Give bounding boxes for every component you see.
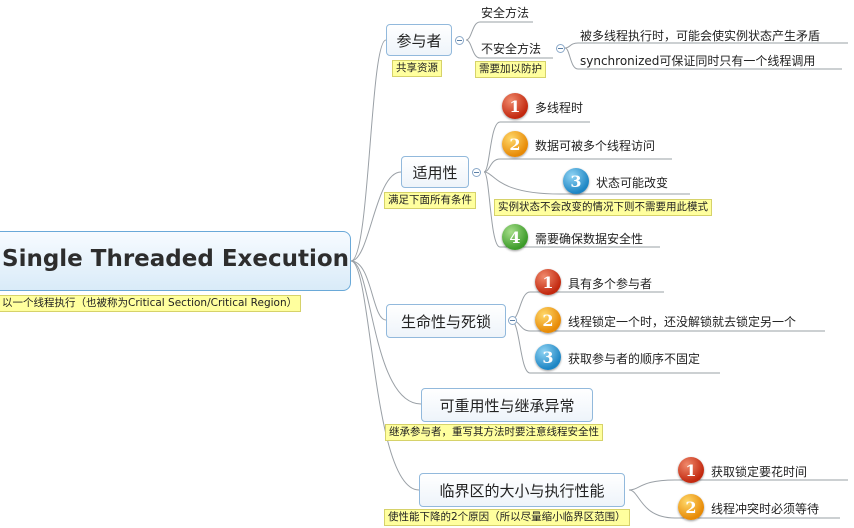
badge-2-icon: 2 <box>678 494 704 520</box>
topic-critical-section[interactable]: 临界区的大小与执行性能 <box>419 473 625 507</box>
badge-1-icon: 1 <box>678 457 704 483</box>
applicability-item-1: 多线程时 <box>535 101 584 115</box>
liveness-item-3: 获取参与者的顺序不固定 <box>568 352 701 366</box>
root-note: 以一个线程执行（也被称为Critical Section/Critical Re… <box>0 295 302 312</box>
liveness-item-2: 线程锁定一个时，还没解锁就去锁定另一个 <box>568 315 797 329</box>
applicability-note: 满足下面所有条件 <box>384 192 476 209</box>
liveness-item-1: 具有多个参与者 <box>568 277 653 291</box>
critical-item-1: 获取锁定要花时间 <box>711 465 808 479</box>
collapse-applicability-icon[interactable] <box>472 168 481 177</box>
badge-4-icon: 4 <box>502 224 528 250</box>
root-title: Single Threaded Execution <box>2 246 350 272</box>
topic-applicability[interactable]: 适用性 <box>401 156 469 188</box>
participants-note: 共享资源 <box>392 60 442 77</box>
topic-participants-label: 参与者 <box>396 31 442 50</box>
leaf-safe-method: 安全方法 <box>481 6 530 20</box>
applicability-item-2: 数据可被多个线程访问 <box>535 139 656 153</box>
badge-2-icon: 2 <box>535 307 561 333</box>
badge-1-icon: 1 <box>502 93 528 119</box>
collapse-participants-icon[interactable] <box>455 36 464 45</box>
applicability-item-3: 状态可能改变 <box>596 176 669 190</box>
applicability-item3-note: 实例状态不会改变的情况下则不需要用此模式 <box>494 199 712 216</box>
root-node[interactable] <box>0 231 351 291</box>
critical-item-2: 线程冲突时必须等待 <box>711 502 820 516</box>
leaf-unsafe-method: 不安全方法 <box>481 42 542 56</box>
topic-reuse-label: 可重用性与继承异常 <box>439 396 575 415</box>
topic-reuse[interactable]: 可重用性与继承异常 <box>421 388 593 422</box>
leaf-unsafe-child-1: 被多线程执行时，可能会使实例状态产生矛盾 <box>580 29 821 43</box>
topic-liveness-label: 生命性与死锁 <box>400 312 491 331</box>
badge-2-icon: 2 <box>502 131 528 157</box>
topic-participants[interactable]: 参与者 <box>386 24 452 56</box>
unsafe-note: 需要加以防护 <box>475 61 546 78</box>
topic-critical-label: 临界区的大小与执行性能 <box>439 481 605 500</box>
badge-3-icon: 3 <box>563 168 589 194</box>
applicability-item-4: 需要确保数据安全性 <box>535 232 644 246</box>
topic-applicability-label: 适用性 <box>412 163 458 182</box>
collapse-liveness-icon[interactable] <box>508 316 517 325</box>
topic-liveness[interactable]: 生命性与死锁 <box>386 304 506 338</box>
badge-3-icon: 3 <box>535 344 561 370</box>
leaf-unsafe-child-2: synchronized可保证同时只有一个线程调用 <box>580 54 816 68</box>
collapse-unsafe-icon[interactable] <box>556 44 565 53</box>
reuse-note: 继承参与者，重写其方法时要注意线程安全性 <box>385 424 603 441</box>
badge-1-icon: 1 <box>535 269 561 295</box>
critical-note: 使性能下降的2个原因（所以尽量缩小临界区范围） <box>384 509 630 526</box>
